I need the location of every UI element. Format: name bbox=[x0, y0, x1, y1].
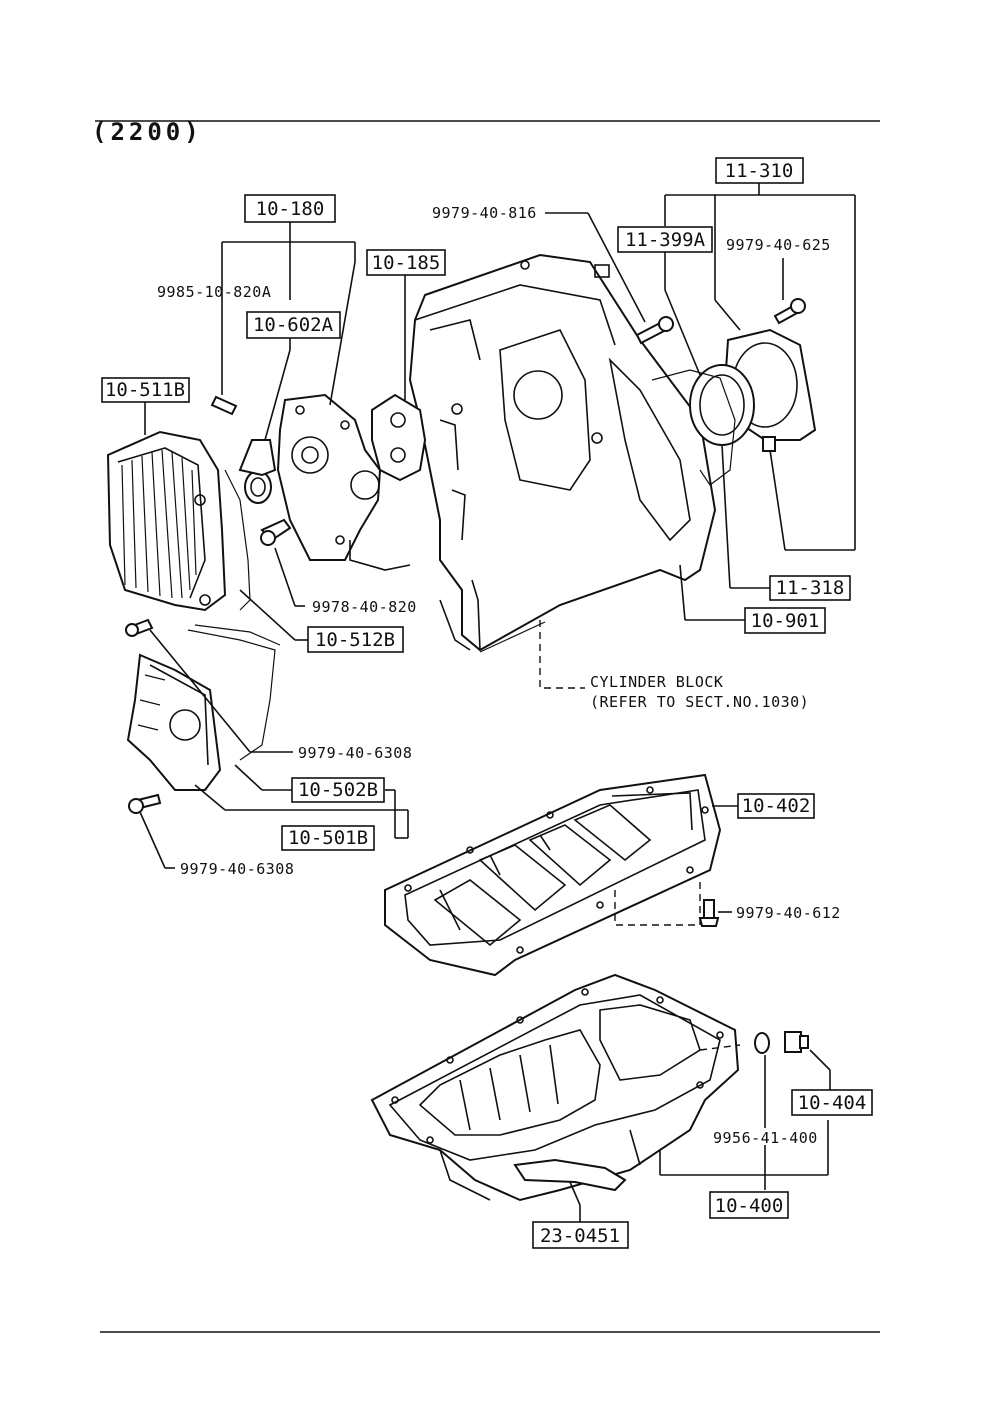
bolt-6308-lower-drawing bbox=[128, 793, 162, 814]
cylinder-block-reference: (REFER TO SECT.NO.1030) bbox=[590, 693, 809, 711]
ref-11-399A: 11-399A bbox=[617, 226, 713, 253]
ref-10-511B: 10-511B bbox=[101, 377, 190, 403]
ref-10-502B: 10-502B bbox=[291, 777, 385, 803]
svg-text:10-404: 10-404 bbox=[798, 1092, 867, 1114]
front-cover-drawing bbox=[238, 393, 411, 571]
rear-seal-housing-drawing bbox=[651, 328, 817, 486]
svg-text:10-512B: 10-512B bbox=[315, 629, 395, 651]
pn-9979-40-625: 9979-40-625 bbox=[726, 236, 831, 254]
ref-10-901: 10-901 bbox=[744, 607, 826, 634]
cylinder-block-label: CYLINDER BLOCK bbox=[590, 673, 723, 691]
svg-text:23-0451: 23-0451 bbox=[540, 1225, 620, 1247]
svg-text:10-511B: 10-511B bbox=[105, 379, 185, 401]
oil-pan-drawing bbox=[370, 973, 740, 1202]
ref-10-180: 10-180 bbox=[244, 194, 336, 223]
ref-10-404: 10-404 bbox=[791, 1089, 873, 1116]
pn-9956-41-400: 9956-41-400 bbox=[713, 1129, 818, 1147]
ref-10-512B: 10-512B bbox=[307, 626, 404, 653]
pn-9978-40-820: 9978-40-820 bbox=[312, 598, 417, 616]
svg-text:10-180: 10-180 bbox=[256, 198, 325, 220]
ref-10-185: 10-185 bbox=[366, 249, 446, 276]
bolt-9979-816-drawing bbox=[635, 316, 674, 345]
cylinder-block-drawing bbox=[408, 253, 717, 653]
svg-text:10-602A: 10-602A bbox=[253, 314, 334, 336]
ref-10-501B: 10-501B bbox=[281, 825, 375, 851]
svg-text:11-399A: 11-399A bbox=[625, 229, 706, 251]
ref-11-318: 11-318 bbox=[769, 575, 851, 601]
svg-text:10-901: 10-901 bbox=[751, 610, 820, 632]
engine-variant-header: (2200) bbox=[92, 118, 203, 146]
upper-timing-cover-drawing bbox=[106, 430, 251, 612]
oil-baffle-drawing bbox=[384, 773, 722, 977]
pn-9979-40-6308-lower: 9979-40-6308 bbox=[180, 860, 294, 878]
ref-10-602A: 10-602A bbox=[246, 311, 341, 339]
ref-11-310: 11-310 bbox=[715, 157, 804, 184]
ref-10-400: 10-400 bbox=[709, 1191, 789, 1219]
bolt-9978-drawing bbox=[260, 518, 292, 546]
svg-text:10-501B: 10-501B bbox=[288, 827, 368, 849]
bolt-9985-drawing bbox=[210, 395, 238, 416]
pn-9979-40-6308-upper: 9979-40-6308 bbox=[298, 744, 412, 762]
svg-text:10-402: 10-402 bbox=[742, 795, 811, 817]
pn-9979-40-816: 9979-40-816 bbox=[432, 204, 537, 222]
bolt-9979-625-drawing bbox=[773, 298, 806, 325]
svg-text:10-185: 10-185 bbox=[372, 252, 441, 274]
ref-23-0451: 23-0451 bbox=[532, 1221, 629, 1249]
pn-9979-40-612: 9979-40-612 bbox=[736, 904, 841, 922]
svg-text:10-502B: 10-502B bbox=[298, 779, 378, 801]
leader-lines bbox=[139, 183, 856, 1222]
svg-text:10-400: 10-400 bbox=[715, 1195, 784, 1217]
svg-text:11-318: 11-318 bbox=[776, 577, 845, 599]
drain-plug-drawing bbox=[754, 1031, 809, 1054]
ref-10-402: 10-402 bbox=[737, 793, 815, 819]
lower-timing-cover-drawing bbox=[126, 624, 281, 791]
bolt-9979-612-drawing bbox=[698, 899, 720, 927]
dashed-reference-lines bbox=[539, 620, 741, 1051]
pn-9985-10-820A: 9985-10-820A bbox=[157, 283, 271, 301]
svg-text:11-310: 11-310 bbox=[725, 160, 794, 182]
bolt-6308-upper-drawing bbox=[125, 618, 154, 637]
water-pump-gasket-drawing bbox=[371, 393, 427, 482]
